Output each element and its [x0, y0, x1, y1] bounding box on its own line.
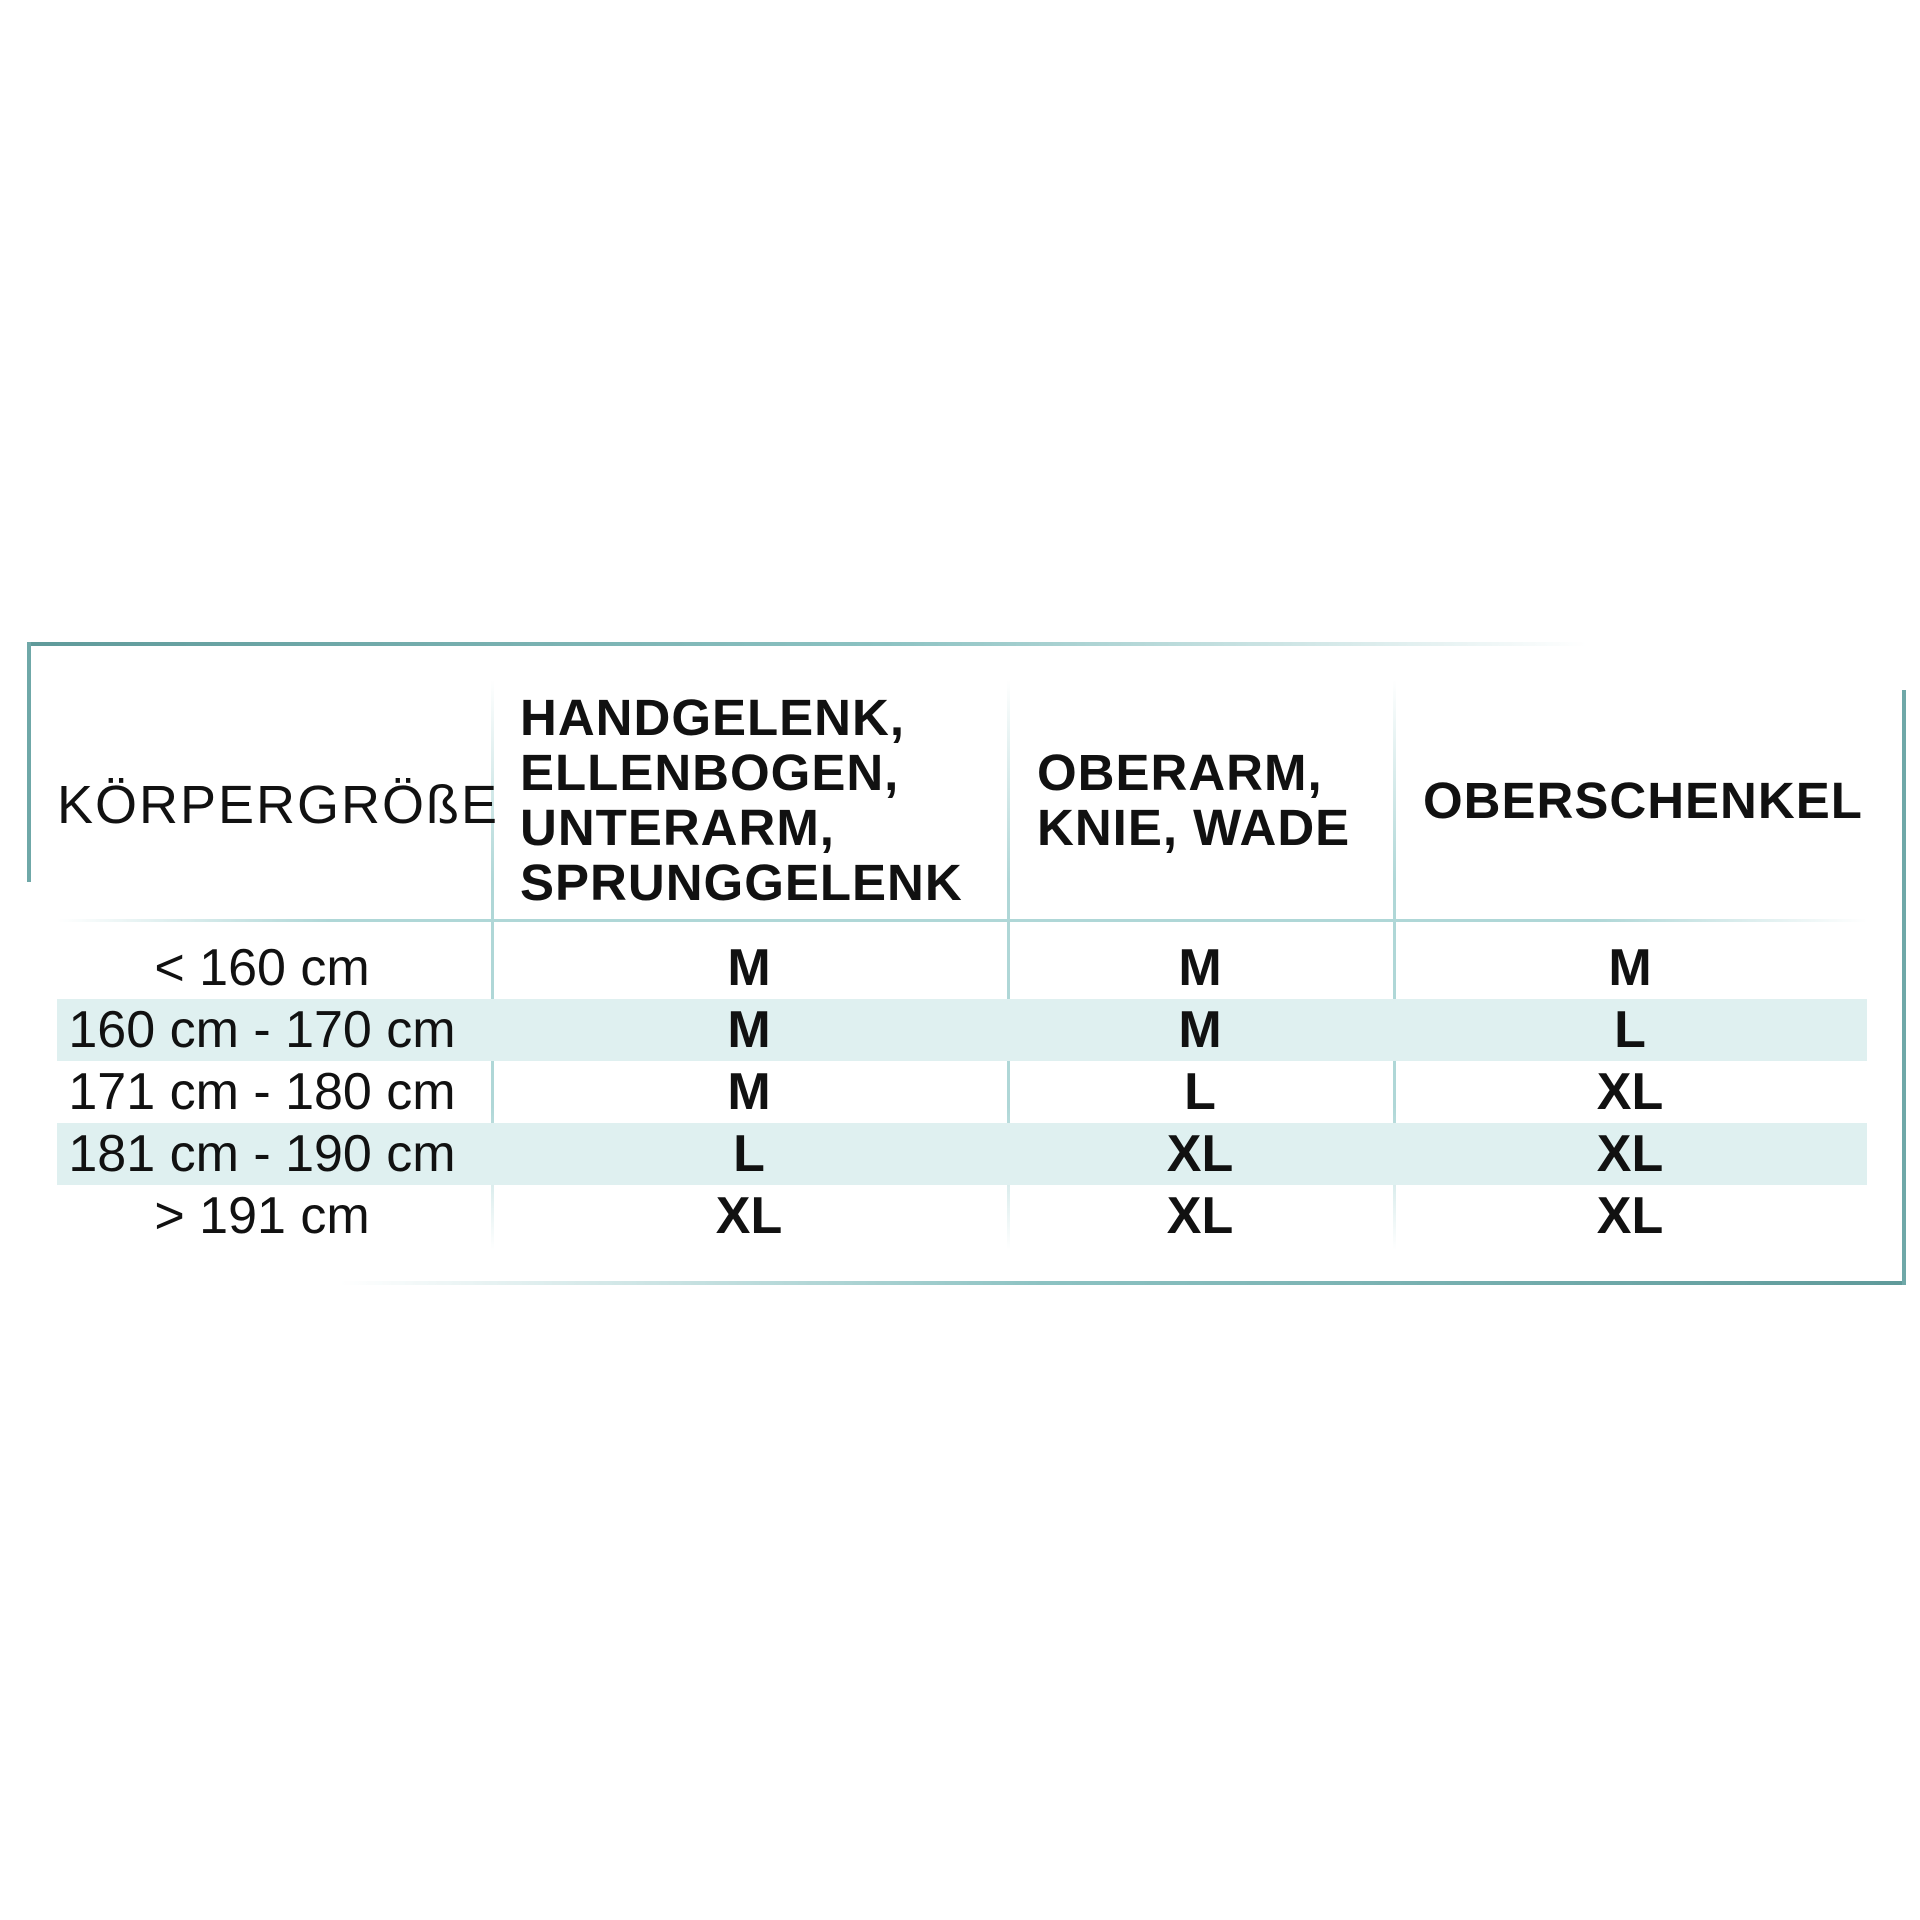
row-size-cell: 171 cm - 180 cm [68, 1063, 456, 1121]
row-size-cell: > 191 cm [154, 1187, 370, 1245]
row-col3-cell: XL [1596, 1187, 1664, 1245]
row-col1-cell: M [727, 1063, 771, 1121]
table-row: > 191 cm XL XL XL [57, 1185, 1867, 1247]
row-size-cell: < 160 cm [154, 939, 370, 997]
column-divider [1007, 680, 1010, 1250]
header-wrist-elbow-forearm-ankle: HANDGELENK, ELLENBOGEN, UNTERARM, SPRUNG… [520, 680, 1000, 920]
column-divider [1393, 680, 1396, 1250]
header-thigh: OBERSCHENKEL [1423, 680, 1883, 920]
frame-left-border [27, 642, 31, 882]
row-col3-cell: XL [1596, 1125, 1664, 1183]
row-col3-cell: L [1614, 1001, 1646, 1059]
row-size-cell: 181 cm - 190 cm [68, 1125, 456, 1183]
frame-right-border [1902, 690, 1906, 1285]
header-body-height: KÖRPERGRÖßE [57, 690, 497, 920]
header-body-height-label: KÖRPERGRÖßE [57, 775, 500, 835]
row-col1-cell: XL [715, 1187, 783, 1245]
header-upperarm-knee-calf: OBERARM, KNIE, WADE [1037, 680, 1387, 920]
column-divider [491, 680, 494, 1250]
row-col1-cell: M [727, 1001, 771, 1059]
row-col2-cell: L [1184, 1063, 1216, 1121]
row-col3-cell: M [1608, 939, 1652, 997]
frame-bottom-border [340, 1281, 1906, 1285]
row-col2-cell: M [1178, 1001, 1222, 1059]
row-col1-cell: L [733, 1125, 765, 1183]
row-col2-cell: M [1178, 939, 1222, 997]
row-size-cell: 160 cm - 170 cm [68, 1001, 456, 1059]
header-col3-label: OBERSCHENKEL [1423, 771, 1863, 829]
row-col1-cell: M [727, 939, 771, 997]
table-row: < 160 cm M M M [57, 937, 1867, 999]
header-col1-label: HANDGELENK, ELLENBOGEN, UNTERARM, SPRUNG… [520, 689, 963, 911]
table-row: 171 cm - 180 cm M L XL [57, 1061, 1867, 1123]
header-divider [57, 919, 1867, 922]
table-row: 181 cm - 190 cm L XL XL [57, 1123, 1867, 1185]
header-col2-label: OBERARM, KNIE, WADE [1037, 744, 1351, 856]
table-row: 160 cm - 170 cm M M L [57, 999, 1867, 1061]
row-col2-cell: XL [1166, 1125, 1234, 1183]
row-col2-cell: XL [1166, 1187, 1234, 1245]
row-col3-cell: XL [1596, 1063, 1664, 1121]
frame-top-border [27, 642, 1587, 646]
